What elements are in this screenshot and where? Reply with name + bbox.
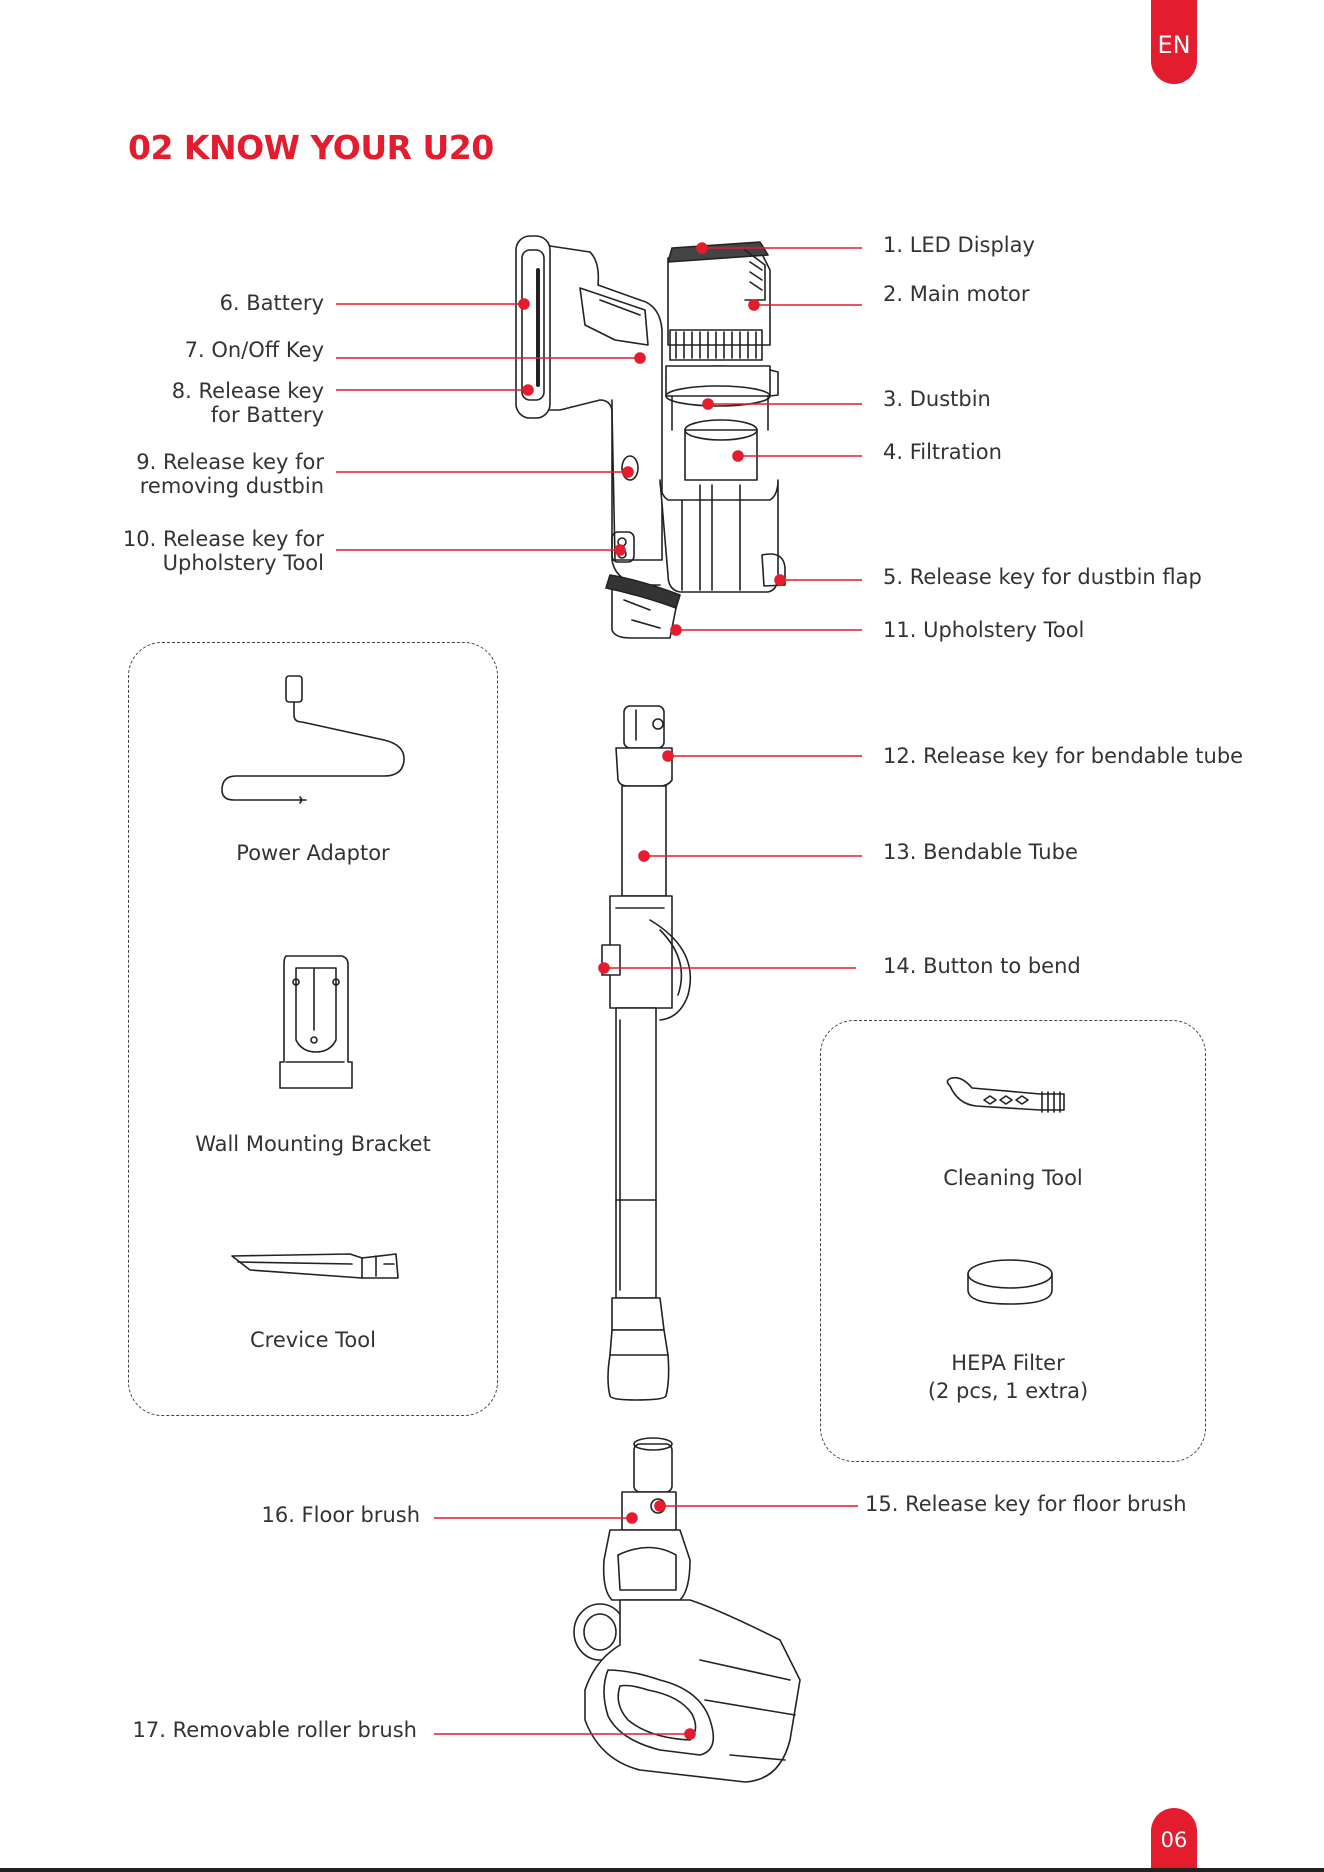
floor-brush-drawing xyxy=(573,1437,801,1783)
label-bendable-tube: 13. Bendable Tube xyxy=(883,840,1078,864)
label-main-motor: 2. Main motor xyxy=(883,282,1030,306)
power-adaptor-drawing xyxy=(221,675,405,804)
caption-power-adaptor: Power Adaptor xyxy=(236,841,390,865)
caption-wall-mounting-bracket: Wall Mounting Bracket xyxy=(195,1132,431,1156)
label-battery: 6. Battery xyxy=(219,291,324,315)
page-title: 02 KNOW YOUR U20 xyxy=(128,128,494,167)
wall-bracket-drawing xyxy=(279,955,353,1089)
label-led-display: 1. LED Display xyxy=(883,233,1035,257)
label-release-upholstery: 10. Release key for Upholstery Tool xyxy=(122,527,324,575)
caption-cleaning-tool: Cleaning Tool xyxy=(943,1166,1083,1190)
callout-lines xyxy=(336,242,862,1740)
page-number: 06 xyxy=(1151,1808,1197,1872)
language-tab: EN xyxy=(1151,0,1197,84)
label-upholstery-tool: 11. Upholstery Tool xyxy=(883,618,1085,642)
accessories-box-left xyxy=(128,642,498,1416)
label-button-to-bend: 14. Button to bend xyxy=(883,954,1081,978)
bendable-tube-drawing xyxy=(601,705,692,1401)
caption-hepa-filter: HEPA Filter (2 pcs, 1 extra) xyxy=(927,1351,1089,1403)
caption-crevice-tool: Crevice Tool xyxy=(250,1328,376,1352)
label-release-bendable-tube: 12. Release key for bendable tube xyxy=(883,744,1244,768)
crevice-tool-drawing xyxy=(231,1253,399,1279)
bottom-rule xyxy=(0,1868,1324,1872)
label-release-battery: 8. Release key for Battery xyxy=(171,379,324,427)
label-filtration: 4. Filtration xyxy=(883,440,1002,464)
label-floor-brush: 16. Floor brush xyxy=(261,1503,420,1527)
handheld-unit-drawing xyxy=(515,235,786,639)
hepa-filter-drawing xyxy=(967,1259,1053,1305)
label-removable-roller-brush: 17. Removable roller brush xyxy=(132,1718,417,1742)
label-on-off-key: 7. On/Off Key xyxy=(184,338,324,362)
cleaning-tool-drawing xyxy=(946,1076,1065,1113)
label-dustbin: 3. Dustbin xyxy=(883,387,991,411)
label-release-dustbin: 9. Release key for removing dustbin xyxy=(136,450,324,498)
label-release-floor-brush: 15. Release key for floor brush xyxy=(865,1492,1187,1516)
label-release-dustbin-flap: 5. Release key for dustbin flap xyxy=(883,565,1202,589)
accessories-box-right xyxy=(820,1020,1206,1462)
